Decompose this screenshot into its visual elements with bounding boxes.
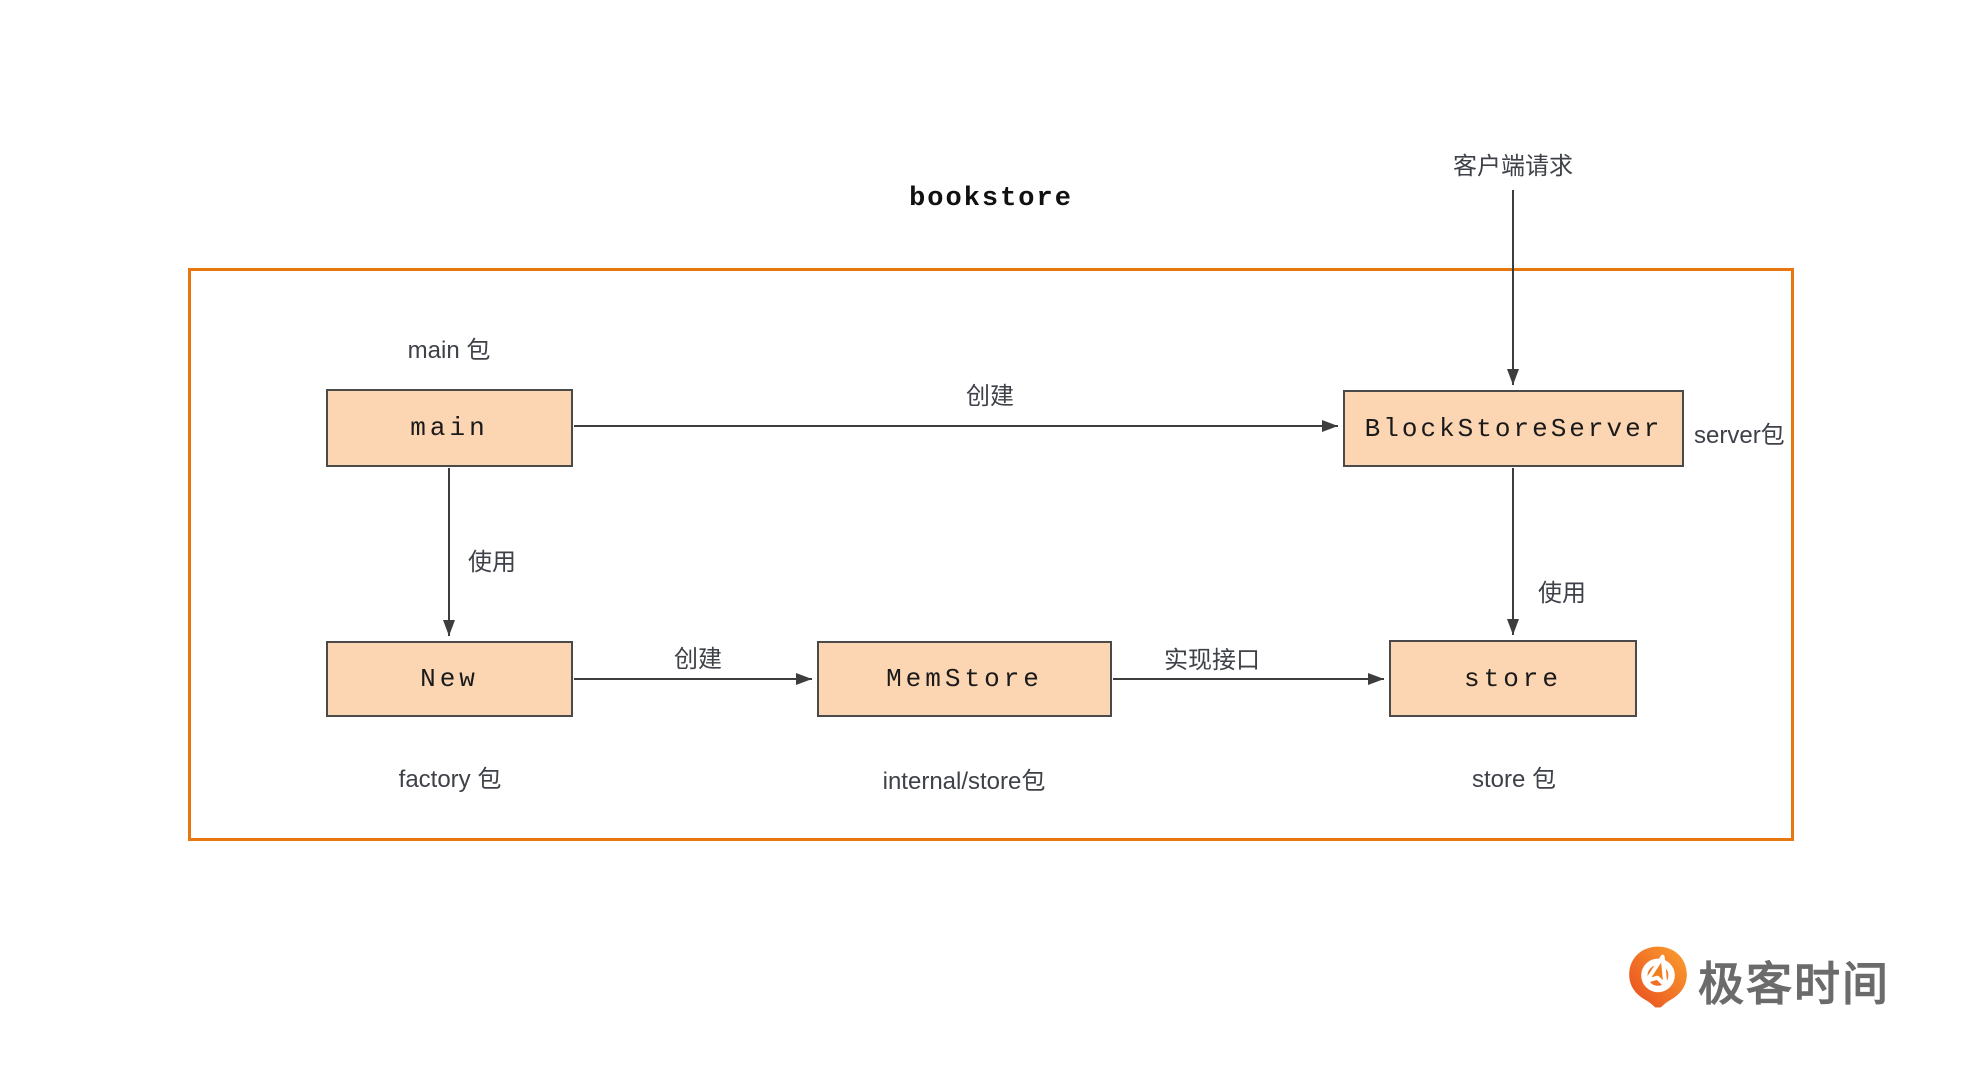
node-new: New	[326, 641, 573, 717]
edge-label-use-right: 使用	[1538, 580, 1586, 607]
server-package-label: server包	[1694, 422, 1785, 449]
edge-label-create-bottom: 创建	[674, 646, 722, 673]
node-blockstoreserver: BlockStoreServer	[1343, 390, 1684, 467]
factory-package-label: factory 包	[398, 766, 502, 793]
geektime-logo-text: 极客时间	[1698, 958, 1890, 1010]
edge-label-implements-interface: 实现接口	[1164, 647, 1260, 674]
internal-store-package-label: internal/store包	[882, 768, 1046, 795]
node-memstore: MemStore	[817, 641, 1112, 717]
edge-label-create-top: 创建	[966, 383, 1014, 410]
geektime-logo: 极客时间	[1626, 945, 1890, 1017]
bookstore-package-frame	[188, 268, 1794, 841]
edge-label-use-left: 使用	[468, 549, 516, 576]
geektime-logo-icon	[1629, 946, 1687, 1017]
node-main: main	[326, 389, 573, 467]
node-store: store	[1389, 640, 1637, 717]
client-request-label: 客户端请求	[1453, 153, 1573, 180]
main-package-label: main 包	[407, 337, 491, 364]
diagram-title: bookstore	[909, 184, 1073, 214]
store-package-label: store 包	[1471, 766, 1557, 793]
